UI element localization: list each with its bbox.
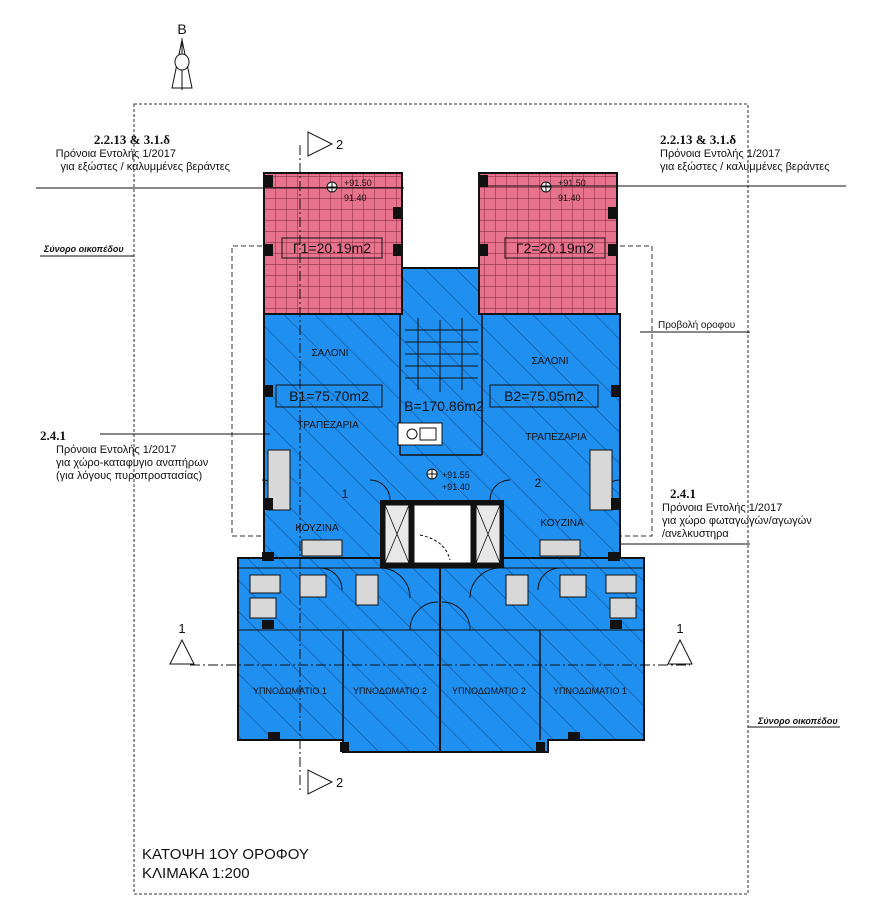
note-mr-line3: /ανελκυστηρα xyxy=(662,528,729,540)
wheelchair-space-icon xyxy=(397,422,443,446)
boundary-label-right: Σύνορο οικοπέδου xyxy=(757,716,838,726)
area-g1: Γ1=20.19m2 xyxy=(293,240,371,256)
level-g1-bottom: 91.40 xyxy=(344,193,367,203)
section-lines xyxy=(169,131,693,795)
bathroom-fixtures xyxy=(249,574,637,619)
level-g2-top: +91.50 xyxy=(558,178,586,188)
drawing-title: ΚΑΤΟΨΗ 1ΟΥ ΟΡΟΦΟΥ ΚΛΙΜΑΚΑ 1:200 xyxy=(142,845,309,883)
plot-boundary xyxy=(133,103,749,895)
room-saloni-right: ΣΑΛΟΝΙ xyxy=(531,356,568,367)
note-ml-line2: για χώρο-καταφυγιο αναπήρων xyxy=(56,457,209,469)
projection-label: Προβολή οροφου xyxy=(658,319,735,331)
area-label-boxes xyxy=(275,237,606,408)
balcony-g1 xyxy=(263,172,403,315)
note-ml-line3: (για λόγους πυροπροστασίας) xyxy=(56,470,203,482)
kitchen-counters xyxy=(267,449,613,557)
unit-number-1: 1 xyxy=(342,487,349,501)
note-middle-left: 2.4.1 Πρόνοια Εντολής 1/2017 για χώρο-κα… xyxy=(40,428,250,483)
note-mr-line2: για χώρο φωταγωγών/αγωγών xyxy=(662,515,812,527)
room-kouzina-left: ΚΟΥΖΙΝΑ xyxy=(295,523,339,534)
section-1-left-label: 1 xyxy=(178,621,185,636)
section-2-top-label: 2 xyxy=(336,137,343,152)
roof-projection-right xyxy=(620,245,653,537)
room-bedroom-1-left: ΥΠΝΟΔΩΜΑΤΙΟ 1 xyxy=(253,686,327,696)
area-g2: Γ2=20.19m2 xyxy=(516,240,594,256)
room-bedroom-1-right: ΥΠΝΟΔΩΜΑΤΙΟ 1 xyxy=(553,686,627,696)
note-tl-line2: για εξώστες / καλυμμένες βεράντες xyxy=(60,161,230,173)
section-2-bottom-arrow-icon xyxy=(307,769,334,795)
note-mr-code: 2.4.1 xyxy=(670,486,696,501)
note-tr-line2: για εξώστες / καλυμμένες βεράντες xyxy=(660,161,830,173)
note-mr-line1: Πρόνοια Εντολής 1/2017 xyxy=(662,502,783,514)
section-1-left-arrow-icon xyxy=(169,638,195,665)
room-kouzina-right: ΚΟΥΖΙΝΑ xyxy=(540,518,584,529)
note-middle-right: 2.4.1 Πρόνοια Εντολής 1/2017 για χώρο φω… xyxy=(662,486,862,541)
north-arrow-icon xyxy=(171,38,193,90)
note-tl-code: 2.2.13 & 3.1.δ xyxy=(93,132,170,147)
note-ml-line1: Πρόνοια Εντολής 1/2017 xyxy=(56,444,177,456)
room-trapezaria-right: ΤΡΑΠΕΖΑΡΙΑ xyxy=(525,432,587,443)
area-b1: Β1=75.70m2 xyxy=(289,388,369,404)
room-saloni-left: ΣΑΛΟΝΙ xyxy=(311,348,348,359)
level-landing-bottom: +91.40 xyxy=(442,482,470,492)
section-1-right-arrow-icon xyxy=(667,638,693,665)
area-b: Β=170.86m2 xyxy=(404,398,484,414)
note-top-right: 2.2.13 & 3.1.δ Πρόνοια Εντολής 1/2017 γι… xyxy=(660,132,870,174)
unit-number-2: 2 xyxy=(535,476,542,490)
section-1-right-label: 1 xyxy=(676,621,683,636)
level-landing-top: +91.55 xyxy=(442,470,470,480)
elevator-core xyxy=(380,500,504,568)
level-g1-top: +91.50 xyxy=(344,178,372,188)
north-label: B xyxy=(177,21,186,37)
roof-projection-left xyxy=(231,245,262,537)
drawing-title-scale: ΚΛΙΜΑΚΑ 1:200 xyxy=(142,865,250,882)
drawing-title-line1: ΚΑΤΟΨΗ 1ΟΥ ΟΡΟΦΟΥ xyxy=(142,846,309,863)
section-2-top-arrow-icon xyxy=(307,131,334,157)
room-trapezaria-left: ΤΡΑΠΕΖΑΡΙΑ xyxy=(297,420,359,431)
area-b2: Β2=75.05m2 xyxy=(504,388,584,404)
leader-lines xyxy=(36,185,846,728)
section-2-bottom-label: 2 xyxy=(336,775,343,790)
boundary-label-left: Σύνορο οικοπέδου xyxy=(43,244,124,254)
note-tl-line1: Πρόνοια Εντολής 1/2017 xyxy=(55,148,176,160)
balcony-g2 xyxy=(478,172,618,315)
structural-columns xyxy=(262,175,622,752)
note-ml-code: 2.4.1 xyxy=(40,428,66,443)
note-tr-line1: Πρόνοια Εντολής 1/2017 xyxy=(660,148,781,160)
level-marker-icon xyxy=(326,181,552,480)
room-bedroom-2-right: ΥΠΝΟΔΩΜΑΤΙΟ 2 xyxy=(452,686,526,696)
level-g2-bottom: 91.40 xyxy=(558,193,581,203)
note-tr-code: 2.2.13 & 3.1.δ xyxy=(660,132,737,147)
note-top-left: 2.2.13 & 3.1.δ Πρόνοια Εντολής 1/2017 γι… xyxy=(20,132,230,174)
room-bedroom-2-left: ΥΠΝΟΔΩΜΑΤΙΟ 2 xyxy=(353,686,427,696)
